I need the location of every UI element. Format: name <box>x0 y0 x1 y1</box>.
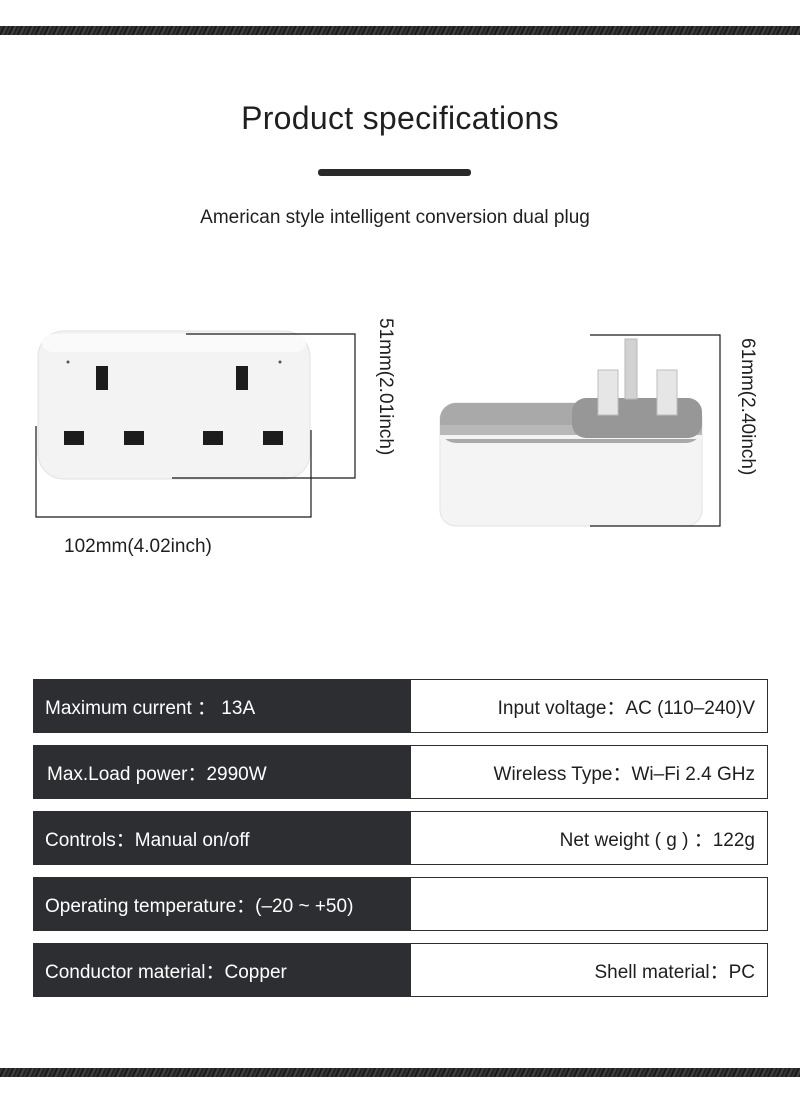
page-subtitle: American style intelligent conversion du… <box>200 207 590 228</box>
spec-cell-right: Shell material：PC <box>411 943 768 997</box>
side-view-plug <box>439 338 703 527</box>
spec-cell-right: Net weight ( g ) ：122g <box>411 811 768 865</box>
side-dimension-lines <box>590 334 721 527</box>
spec-row: Conductor material：Copper Shell material… <box>33 943 768 997</box>
front-dimension-lines <box>35 333 356 518</box>
spec-cell-left: Controls：Manual on/off <box>33 811 411 865</box>
front-height-label: 51mm(2.01inch) <box>375 318 396 456</box>
spec-cell-left: Operating temperature：(–20 ~ +50) <box>33 877 411 931</box>
side-height-label: 61mm(2.40inch) <box>737 338 758 476</box>
spec-cell-left: Maximum current ： 13A <box>33 679 411 733</box>
page-title: Product specifications <box>241 100 559 136</box>
width-label: 102mm(4.02inch) <box>64 536 212 557</box>
front-view-plug <box>37 330 311 480</box>
bottom-border <box>0 1068 800 1077</box>
spec-row: Max.Load power：2990W Wireless Type：Wi–Fi… <box>33 745 768 799</box>
spec-cell-right: Wireless Type：Wi–Fi 2.4 GHz <box>411 745 768 799</box>
spec-cell-right <box>411 877 768 931</box>
spec-cell-right: Input voltage：AC (110–240)V <box>411 679 768 733</box>
title-underline <box>318 169 471 176</box>
spec-row: Controls：Manual on/off Net weight ( g ) … <box>33 811 768 865</box>
product-illustration <box>35 330 721 527</box>
spec-cell-left: Conductor material：Copper <box>33 943 411 997</box>
spec-cell-left: Max.Load power：2990W <box>33 745 411 799</box>
top-border <box>0 26 800 35</box>
spec-row: Operating temperature：(–20 ~ +50) <box>33 877 768 931</box>
spec-row: Maximum current ： 13A Input voltage：AC (… <box>33 679 768 733</box>
